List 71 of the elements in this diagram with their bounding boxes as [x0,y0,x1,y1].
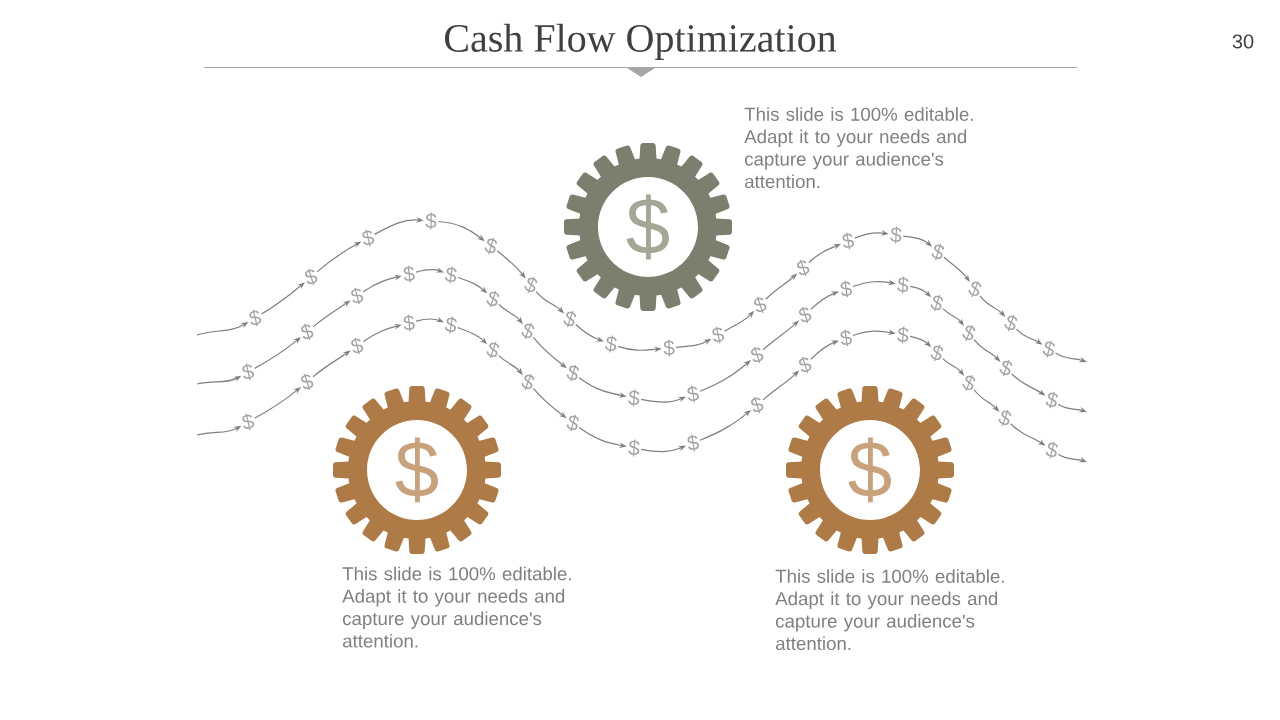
dollar-sign: $ [242,363,255,381]
dollar-sign: $ [687,434,699,452]
dollar-sign: $ [687,385,699,403]
dollar-sign: $ [486,290,500,308]
dollar-sign: $ [484,237,498,255]
dollar-sign: $ [897,326,909,344]
arrow [699,360,751,392]
gear: $ [786,386,954,554]
dollar-sign: $ [628,439,640,457]
description-text: This slide is 100% editable. Adapt it to your needs and capture your audience's attention. [775,569,1004,651]
dollar-sign: $ [403,314,415,332]
dollar-sign: $ [1045,391,1058,409]
dollar-sign: $ [751,346,764,364]
dollar-sign: $ [931,243,945,261]
dollar-sign: $ [968,280,982,298]
dollar-sign: $ [521,322,535,340]
dollar-sign: $ [890,226,902,244]
dollar-sign: $ [351,287,364,305]
dollar-sign: $ [301,323,314,341]
dollar-sign: $ [362,229,375,247]
dollar-sign: $ [566,364,580,382]
dollar-sign: $ [840,329,852,347]
dollar-sign: $ [301,373,314,391]
dollar-sign: $ [753,296,767,314]
dollar-sign: $ [566,414,580,432]
arrow [942,358,964,376]
page-number: 30 [1232,34,1254,49]
dollar-sign: $ [962,374,976,392]
dollar-sign: $ [842,232,854,250]
dollar-sign: $ [998,409,1012,427]
description-text: This slide is 100% editable. Adapt it to your needs and capture your audience's attention. [744,107,973,189]
dollar-sign: $ [796,259,810,277]
dollar-sign: $ [962,324,976,342]
dollar-sign: $ [751,396,764,414]
dollar-sign: $ [897,276,909,294]
dollar-sign: $ [524,276,538,294]
dollar-sign: $ [930,294,944,312]
dollar-sign: $ [798,356,812,374]
node-label: $ [848,437,891,503]
dollar-sign: $ [1045,441,1058,459]
dollar-sign: $ [798,306,812,324]
dollar-sign: $ [521,373,535,391]
dollar-sign: $ [486,341,500,359]
description-text: This slide is 100% editable. Adapt it to your needs and capture your audience's attention. [342,566,571,648]
arrow [254,337,301,369]
dollar-sign: $ [663,339,675,357]
gear: $ [333,386,501,554]
dollar-sign: $ [605,335,617,353]
dollar-sign: $ [351,337,364,355]
dollar-sign: $ [445,266,457,284]
node-label: $ [395,437,438,503]
dollar-sign: $ [444,316,457,334]
dollar-sign: $ [1042,340,1055,358]
dollar-sign: $ [930,344,944,362]
dollar-sign: $ [712,326,725,344]
arrow [260,282,305,315]
dollar-sign: $ [563,310,577,328]
dollar-sign: $ [242,413,255,431]
arrow [254,387,301,419]
arrow [942,308,964,326]
dollar-sign: $ [999,359,1013,377]
title: Cash Flow Optimization [445,23,837,60]
node-label: $ [626,194,669,260]
gear: $ [564,143,732,311]
dollar-sign: $ [628,389,640,407]
dollar-sign: $ [425,212,437,230]
dollar-sign: $ [305,268,318,286]
dollar-sign: $ [1004,314,1018,332]
dollar-sign: $ [403,265,415,283]
dollar-sign: $ [840,280,852,298]
dollar-sign: $ [249,309,262,327]
